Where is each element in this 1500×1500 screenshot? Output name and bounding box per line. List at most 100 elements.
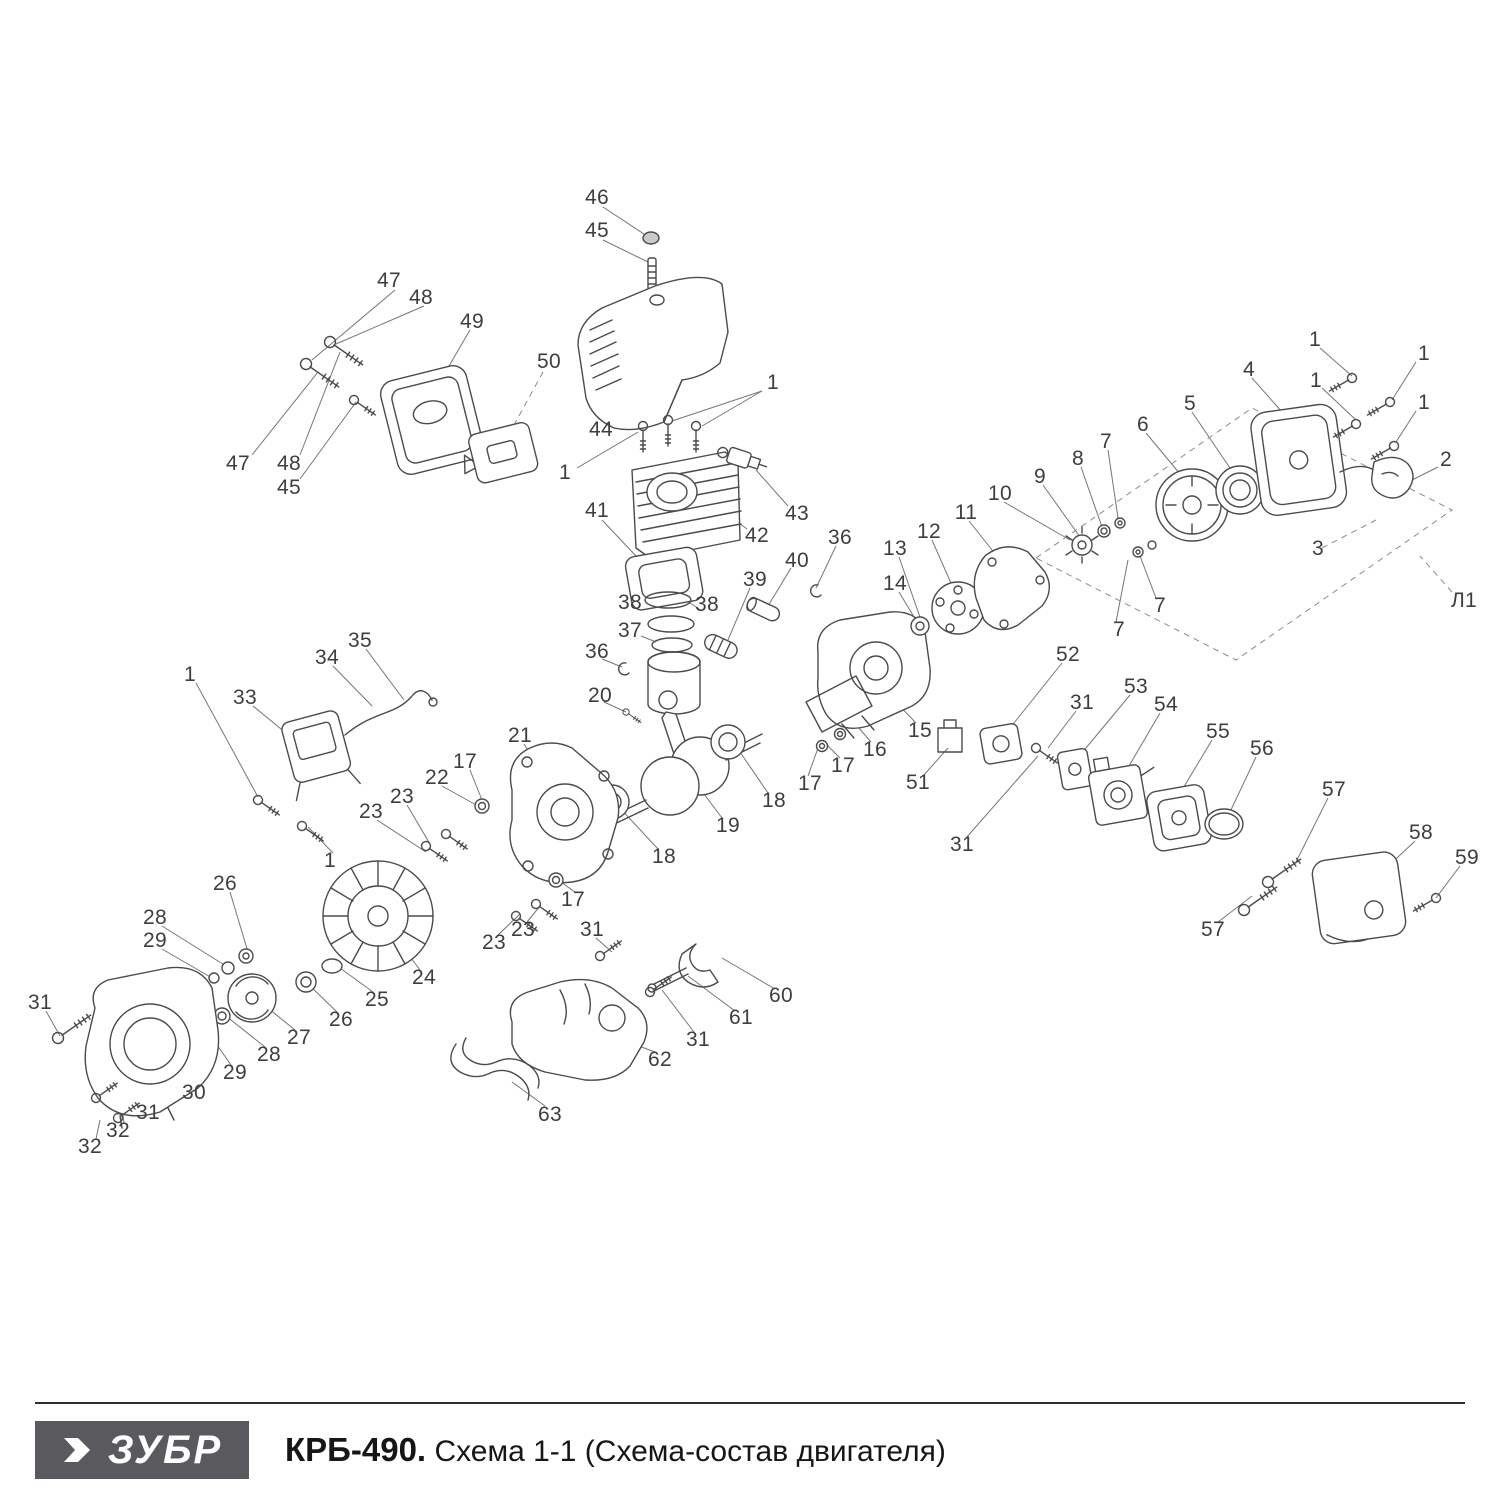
part-label-23: 23 bbox=[359, 800, 383, 823]
part-label-6: 6 bbox=[1137, 413, 1149, 436]
part-label-42: 42 bbox=[745, 524, 769, 547]
part-label-25: 25 bbox=[365, 988, 389, 1011]
part-label-48: 48 bbox=[409, 286, 433, 309]
intake-clamp bbox=[937, 719, 963, 753]
part-label-31: 31 bbox=[580, 918, 604, 941]
part-label-5: 5 bbox=[1184, 392, 1196, 415]
crankcase-right bbox=[816, 611, 931, 739]
part-label-54: 54 bbox=[1154, 693, 1178, 716]
part-label-10: 10 bbox=[988, 482, 1012, 505]
piston bbox=[647, 651, 701, 715]
part-label-4: 4 bbox=[1243, 358, 1255, 381]
zubr-chevron-icon bbox=[63, 1438, 90, 1462]
part-label-1: 1 bbox=[184, 663, 196, 686]
cylinder bbox=[631, 451, 742, 559]
needle-cage bbox=[704, 633, 738, 659]
part-label-59: 59 bbox=[1455, 846, 1479, 869]
fan-housing bbox=[84, 966, 220, 1129]
filter-ring bbox=[1204, 808, 1244, 840]
muffler-gasket bbox=[468, 421, 539, 484]
part-label-33: 33 bbox=[233, 686, 257, 709]
starter-pinion bbox=[1065, 526, 1099, 564]
part-label-60: 60 bbox=[769, 984, 793, 1007]
guard-bracket bbox=[450, 1037, 540, 1101]
starter-drum bbox=[1155, 468, 1229, 542]
brand-name: ЗУБР bbox=[107, 1427, 223, 1472]
part-label-9: 9 bbox=[1034, 465, 1046, 488]
wrist-pin bbox=[746, 596, 781, 622]
crankcase-gasket-thin bbox=[805, 675, 873, 733]
model-number: КРБ-490. bbox=[285, 1431, 427, 1468]
part-label-43: 43 bbox=[785, 502, 809, 525]
part-label-40: 40 bbox=[785, 549, 809, 572]
diagram-caption: КРБ-490. Схема 1-1 (Схема-состав двигате… bbox=[285, 1431, 946, 1469]
part-label-18: 18 bbox=[762, 789, 786, 812]
engine-cover bbox=[577, 276, 729, 431]
part-label-32: 32 bbox=[106, 1119, 130, 1142]
part-label-17: 17 bbox=[453, 750, 477, 773]
part-label-47: 47 bbox=[226, 452, 250, 475]
part-label-27: 27 bbox=[287, 1026, 311, 1049]
carburetor bbox=[1087, 756, 1155, 826]
part-label-31: 31 bbox=[686, 1028, 710, 1051]
part-label-1: 1 bbox=[324, 849, 336, 872]
part-label-1: 1 bbox=[1309, 328, 1321, 351]
title-block: ЗУБР КРБ-490. Схема 1-1 (Схема-состав дв… bbox=[35, 1402, 1465, 1479]
part-label-1: 1 bbox=[767, 371, 779, 394]
part-label-17: 17 bbox=[561, 888, 585, 911]
part-label-26: 26 bbox=[213, 872, 237, 895]
part-label-22: 22 bbox=[425, 766, 449, 789]
part-label-7: 7 bbox=[1113, 618, 1125, 641]
part-label-23: 23 bbox=[390, 785, 414, 808]
part-label-21: 21 bbox=[508, 724, 532, 747]
part-label-36: 36 bbox=[828, 526, 852, 549]
part-label-12: 12 bbox=[917, 520, 941, 543]
part-label-46: 46 bbox=[585, 186, 609, 209]
part-label-41: 41 bbox=[585, 499, 609, 522]
part-label-37: 37 bbox=[618, 619, 642, 642]
crankcase-left bbox=[509, 742, 620, 884]
brand-logo: ЗУБР bbox=[35, 1421, 249, 1479]
part-label-62: 62 bbox=[648, 1048, 672, 1071]
part-label-39: 39 bbox=[743, 568, 767, 591]
engine-guard bbox=[509, 978, 648, 1081]
part-label-18: 18 bbox=[652, 845, 676, 868]
part-label-19: 19 bbox=[716, 814, 740, 837]
starter-handle bbox=[1339, 456, 1414, 499]
part-label-13: 13 bbox=[883, 537, 907, 560]
part-label-58: 58 bbox=[1409, 821, 1433, 844]
part-label-53: 53 bbox=[1124, 675, 1148, 698]
part-label-1: 1 bbox=[1418, 342, 1430, 365]
part-label-1: 1 bbox=[559, 461, 571, 484]
part-label-23: 23 bbox=[482, 931, 506, 954]
part-label-30: 30 bbox=[182, 1081, 206, 1104]
circlips bbox=[618, 584, 822, 676]
small-washers bbox=[1097, 517, 1157, 558]
part-label-3: 3 bbox=[1312, 537, 1324, 560]
part-label-36: 36 bbox=[585, 640, 609, 663]
starter-housing bbox=[1250, 403, 1348, 516]
part-label-14: 14 bbox=[883, 572, 907, 595]
intake-insulator bbox=[979, 723, 1023, 765]
coil-wire bbox=[344, 690, 438, 736]
part-label-63: 63 bbox=[538, 1103, 562, 1126]
part-label-16: 16 bbox=[863, 738, 887, 761]
part-label-31: 31 bbox=[950, 833, 974, 856]
rotor-plate bbox=[931, 581, 985, 635]
top-bolt bbox=[642, 231, 660, 291]
part-label-28: 28 bbox=[257, 1043, 281, 1066]
part-label-26: 26 bbox=[329, 1008, 353, 1031]
clutch-side-gasket bbox=[973, 546, 1050, 631]
flywheel bbox=[322, 860, 434, 972]
part-label-45: 45 bbox=[585, 219, 609, 242]
part-label-1: 1 bbox=[1418, 391, 1430, 414]
part-label-29: 29 bbox=[223, 1061, 247, 1084]
part-label-31: 31 bbox=[1070, 691, 1094, 714]
part-label-61: 61 bbox=[729, 1006, 753, 1029]
part-label-50: 50 bbox=[537, 350, 561, 373]
part-label-45: 45 bbox=[277, 476, 301, 499]
part-label-35: 35 bbox=[348, 629, 372, 652]
recoil-spring bbox=[1215, 465, 1268, 515]
